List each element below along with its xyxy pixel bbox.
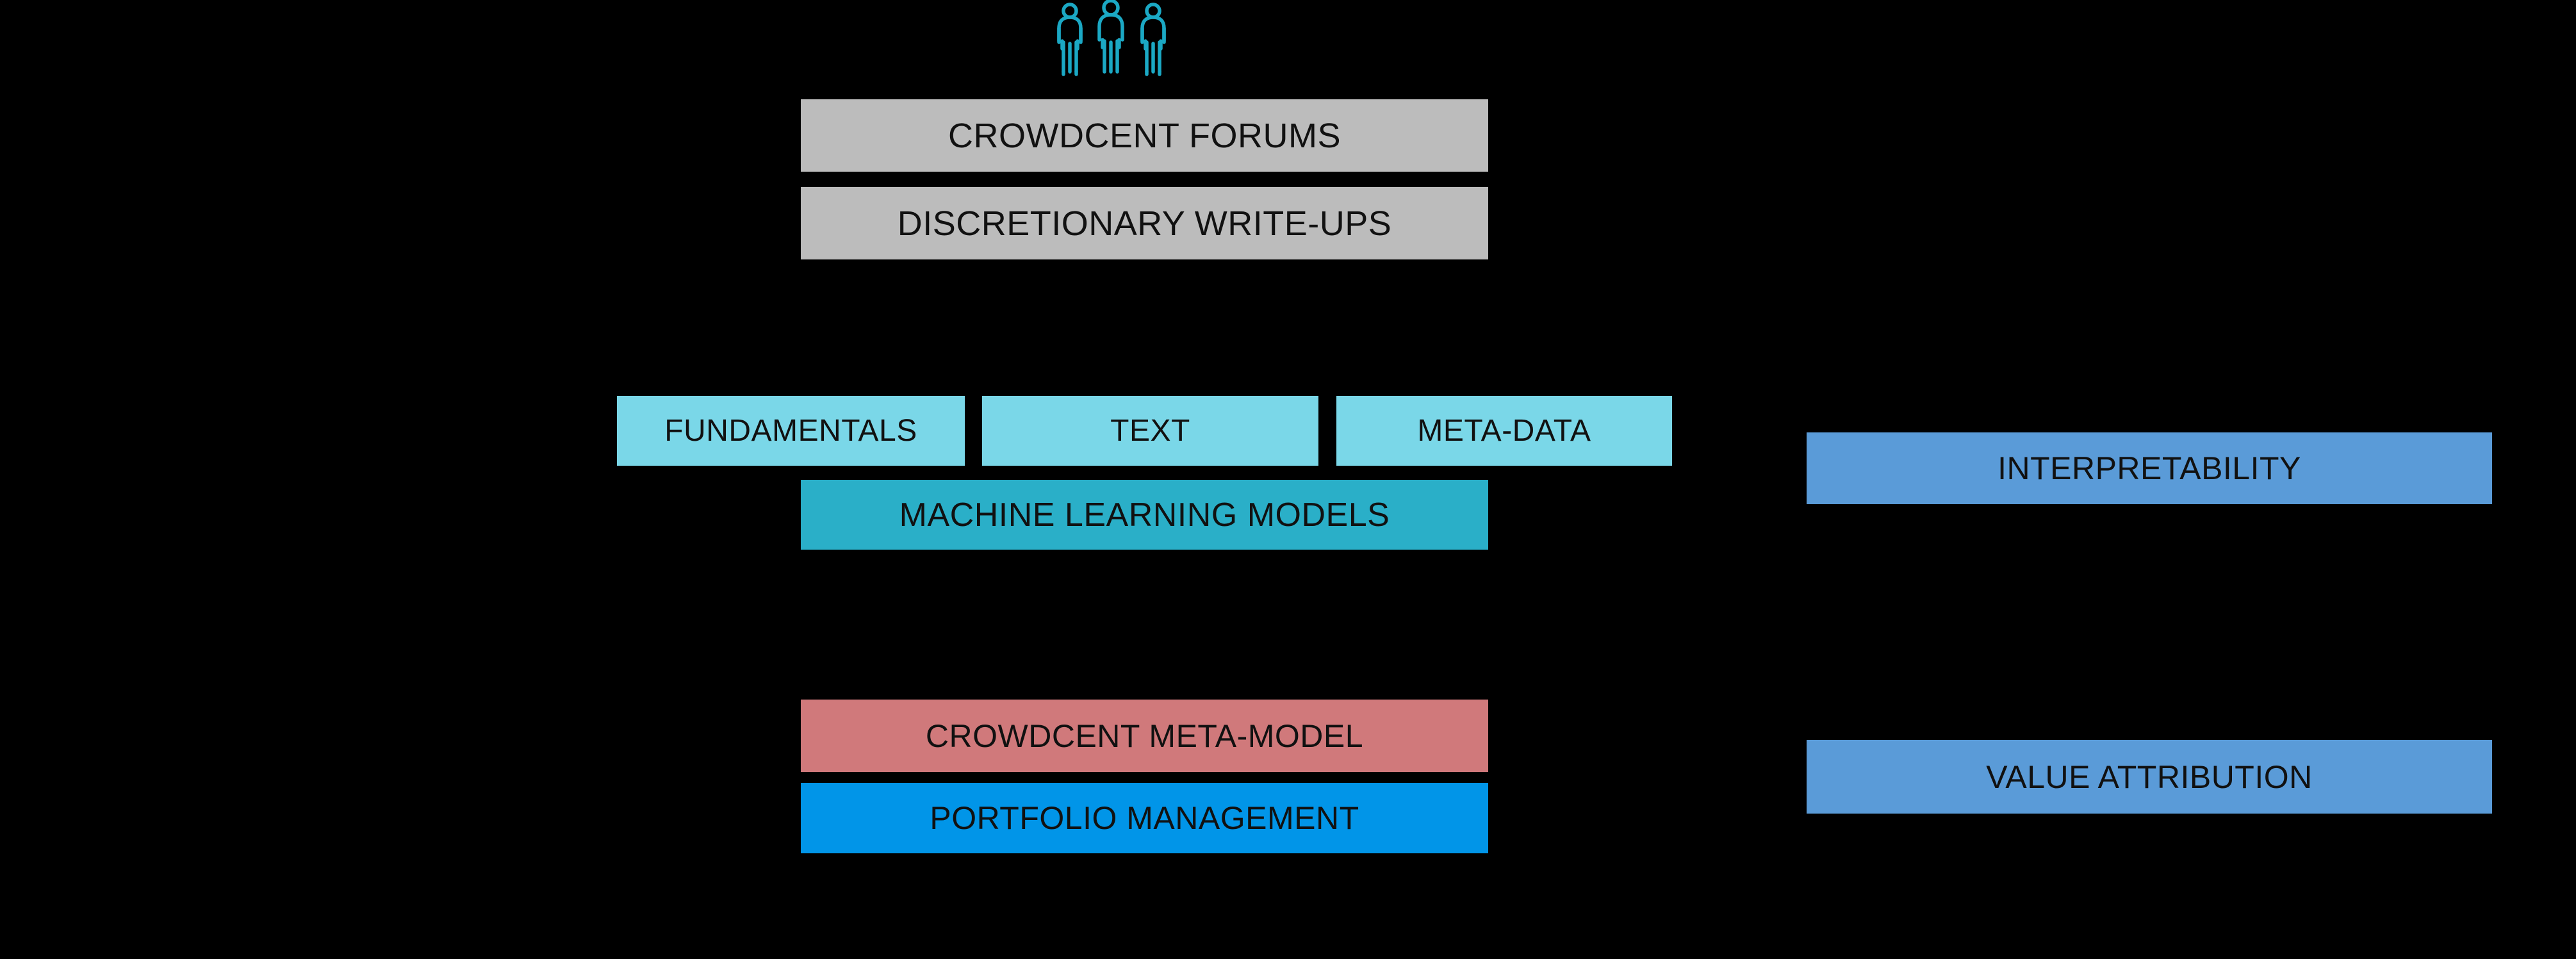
box-value-attribution[interactable]: VALUE ATTRIBUTION	[1807, 740, 2492, 814]
box-text[interactable]: TEXT	[982, 396, 1318, 466]
box-machine-learning-models[interactable]: MACHINE LEARNING MODELS	[801, 480, 1488, 550]
box-discretionary-writeups[interactable]: DISCRETIONARY WRITE-UPS	[801, 187, 1488, 259]
box-crowdcent-forums[interactable]: CROWDCENT FORUMS	[801, 99, 1488, 172]
box-interpretability[interactable]: INTERPRETABILITY	[1807, 432, 2492, 504]
box-meta-data[interactable]: META-DATA	[1336, 396, 1672, 466]
people-group-icon	[1051, 0, 1179, 77]
box-crowdcent-meta-model[interactable]: CROWDCENT META-MODEL	[801, 700, 1488, 772]
box-portfolio-management[interactable]: PORTFOLIO MANAGEMENT	[801, 783, 1488, 853]
box-fundamentals[interactable]: FUNDAMENTALS	[617, 396, 965, 466]
